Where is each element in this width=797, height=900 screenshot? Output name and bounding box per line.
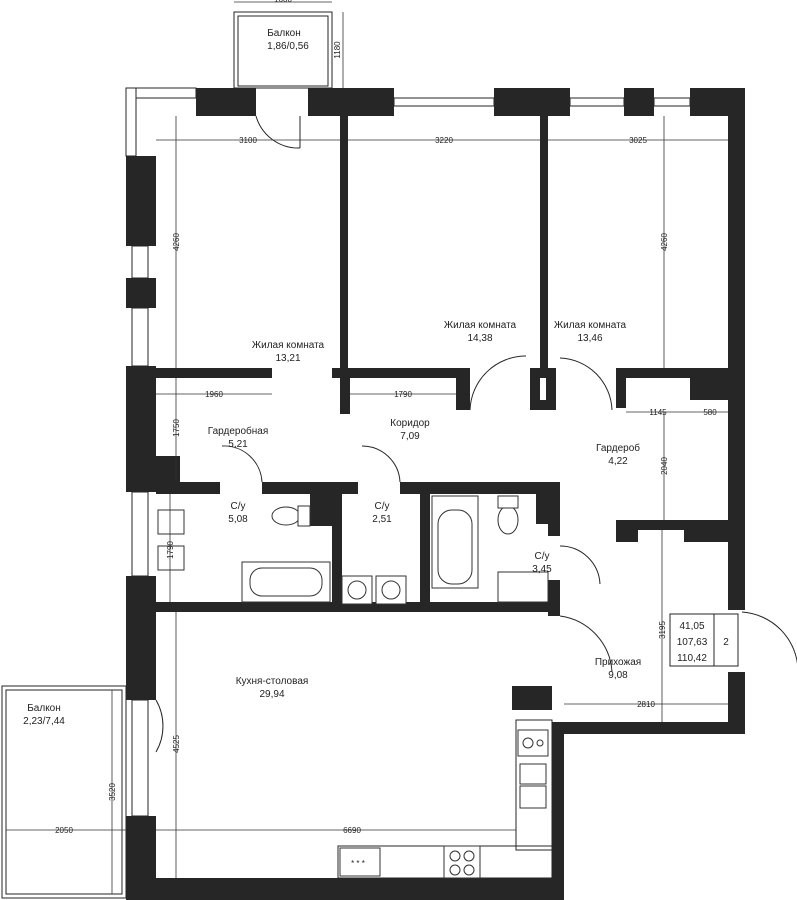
room-label-balcony-left: Балкон 2,23/7,44 (23, 703, 65, 727)
dimension-lines (6, 116, 728, 894)
dim-balcony-left-width: 2050 (55, 826, 73, 835)
dim-dressing-width: 1960 (205, 390, 223, 399)
living-area-value: 41,05 (679, 621, 704, 632)
dim-dressing-height: 1750 (172, 419, 181, 437)
dim-bath1-height: 1790 (166, 541, 175, 559)
left-balcony (1, 685, 127, 899)
room-label-bath-3: С/у 3,45 (532, 551, 552, 575)
room-name: Балкон (27, 703, 61, 714)
room-area: 29,94 (259, 689, 284, 700)
dim-room2-width: 3220 (435, 136, 453, 145)
room-label-bath-2: С/у 2,51 (372, 501, 392, 525)
dim-hall-height: 3195 (658, 621, 667, 639)
dim-kitchen-width: 6690 (343, 826, 361, 835)
room-name: Балкон (267, 28, 301, 39)
room-area: 2,51 (372, 514, 392, 525)
top-balcony (233, 1, 344, 89)
room-area: 13,21 (275, 353, 300, 364)
room-area: 7,09 (400, 431, 420, 442)
room-label-dressing: Гардеробная 5,21 (208, 425, 269, 450)
room-name: Жилая комната (554, 320, 627, 331)
room-name: Гардероб (596, 442, 640, 454)
room-area: 1,86/0,56 (267, 41, 309, 52)
room-label-kitchen: Кухня-столовая 29,94 (236, 676, 309, 700)
dim-corridor-width: 1790 (394, 390, 412, 399)
dim-room1-height: 4260 (172, 233, 181, 251)
room-area: 9,08 (608, 670, 628, 681)
room-name: С/у (375, 501, 390, 512)
dim-top-balcony-width: 1600 (274, 0, 292, 4)
room-name: Жилая комната (444, 320, 517, 331)
room-label-living-1: Жилая комната 13,21 (252, 340, 325, 364)
room-name: С/у (231, 501, 246, 512)
room-area: 3,45 (532, 564, 552, 575)
room-label-corridor: Коридор 7,09 (390, 418, 430, 442)
dim-room3-height: 4260 (660, 233, 669, 251)
room-area: 14,38 (467, 333, 492, 344)
room-label-living-2: Жилая комната 14,38 (444, 320, 517, 344)
room-area: 5,08 (228, 514, 248, 525)
room-area: 2,23/7,44 (23, 716, 65, 727)
dim-top-balcony-height: 1180 (333, 41, 342, 59)
area-summary-box: 41,05 107,63 110,42 2 (669, 613, 739, 667)
room-area: 4,22 (608, 456, 628, 467)
room-label-bath-1: С/у 5,08 (228, 501, 248, 525)
doors (155, 115, 797, 753)
room-name: Кухня-столовая (236, 676, 309, 687)
windows (125, 87, 691, 817)
dim-wardrobe-height: 2040 (660, 457, 669, 475)
kitchen-appliances (339, 729, 549, 879)
room-label-hall: Прихожая 9,08 (595, 657, 641, 681)
stove-marks: * * * (351, 859, 365, 868)
dim-room1-width: 3100 (239, 136, 257, 145)
room-area: 5,21 (228, 439, 248, 450)
total-area-value: 107,63 (677, 637, 708, 648)
dim-wardrobe-width-2: 580 (703, 408, 717, 417)
room-name: С/у (535, 551, 550, 562)
dim-kitchen-height: 4525 (172, 735, 181, 753)
total-with-balconies-value: 110,42 (677, 653, 707, 664)
room-name: Гардеробная (208, 425, 269, 437)
room-name: Коридор (390, 418, 430, 429)
room-name: Жилая комната (252, 340, 325, 351)
dim-hall-width: 2810 (637, 700, 655, 709)
rooms-count-value: 2 (723, 637, 729, 648)
room-name: Прихожая (595, 657, 641, 668)
room-label-balcony-top: Балкон 1,86/0,56 (267, 28, 309, 52)
outer-walls (126, 88, 745, 900)
dim-wardrobe-width-1: 1145 (649, 408, 667, 417)
room-area: 13,46 (577, 333, 602, 344)
bathroom-fixtures (157, 495, 549, 605)
room-label-living-3: Жилая комната 13,46 (554, 320, 627, 344)
dim-balcony-left-height: 3520 (108, 783, 117, 801)
room-label-wardrobe: Гардероб 4,22 (596, 442, 640, 467)
dim-room3-width: 3025 (629, 136, 647, 145)
